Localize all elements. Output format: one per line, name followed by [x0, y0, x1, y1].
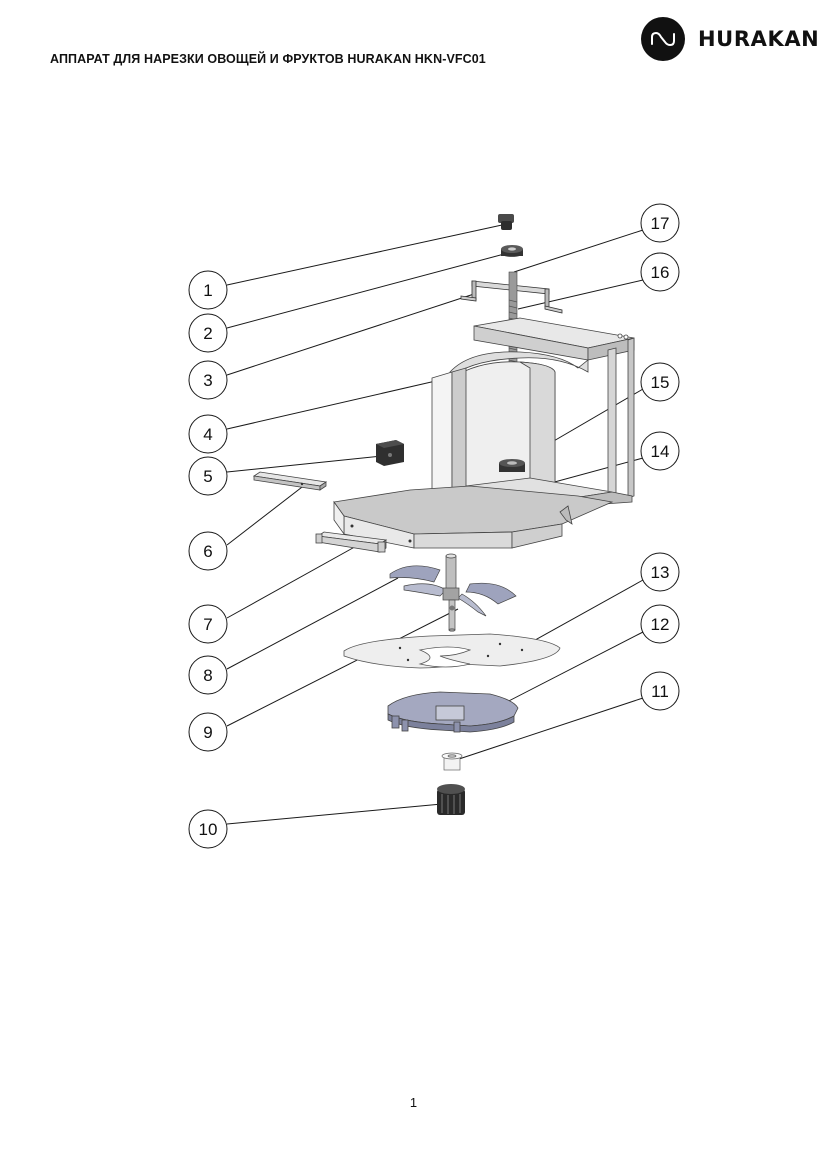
svg-text:9: 9: [203, 723, 212, 742]
callout-13: 13: [640, 552, 680, 592]
part-7-handle: [315, 531, 388, 553]
callout-1: 1: [188, 270, 228, 310]
svg-text:16: 16: [651, 263, 670, 282]
part-9-shaft: [448, 599, 456, 632]
callout-8: 8: [188, 655, 228, 695]
callout-3: 3: [188, 360, 228, 400]
svg-text:4: 4: [203, 425, 212, 444]
document-title: АППАРАТ ДЛЯ НАРЕЗКИ ОВОЩЕЙ И ФРУКТОВ HUR…: [50, 52, 486, 66]
part-15-spacer: [499, 459, 525, 472]
callout-11: 11: [640, 671, 680, 711]
svg-text:14: 14: [651, 442, 670, 461]
callout-6: 6: [188, 531, 228, 571]
part-6-rail: [252, 471, 328, 491]
svg-text:15: 15: [651, 373, 670, 392]
part-10-bottom-knob: [437, 784, 465, 815]
callout-15: 15: [640, 362, 680, 402]
callout-5: 5: [188, 456, 228, 496]
svg-text:17: 17: [651, 214, 670, 233]
svg-text:10: 10: [199, 820, 218, 839]
callout-2: 2: [188, 313, 228, 353]
infinity-loop-icon: [641, 17, 685, 61]
page-number: 1: [409, 1095, 418, 1110]
callout-7: 7: [188, 604, 228, 644]
callout-9: 9: [188, 712, 228, 752]
callout-12: 12: [640, 604, 680, 644]
svg-text:11: 11: [651, 682, 669, 701]
callout-4: 4: [188, 414, 228, 454]
part-16-rear-frame: [473, 317, 635, 503]
brand: HURAKAN: [641, 17, 819, 61]
svg-text:13: 13: [651, 563, 670, 582]
part-8-blade-assembly: [389, 553, 517, 617]
callout-17: 17: [640, 203, 680, 243]
callout-16: 16: [640, 252, 680, 292]
part-13-slicing-disc: [343, 633, 561, 669]
svg-text:12: 12: [651, 615, 670, 634]
svg-text:7: 7: [203, 615, 212, 634]
svg-text:6: 6: [203, 542, 212, 561]
svg-text:3: 3: [203, 371, 212, 390]
part-2-nut: [501, 245, 523, 257]
part-12-disc-holder: [387, 691, 519, 733]
svg-text:8: 8: [203, 666, 212, 685]
svg-text:1: 1: [203, 281, 212, 300]
callouts: 1 2 3 4 5 6 7 8 9 10 11 12 13 14 15 16 1…: [188, 203, 680, 849]
base-plate: [333, 485, 614, 549]
callout-14: 14: [640, 431, 680, 471]
svg-text:2: 2: [203, 324, 212, 343]
leader-lines: [226, 224, 644, 825]
part-5-rubber-foot: [376, 440, 404, 466]
part-11-bushing: [441, 752, 463, 771]
part-1-top-knob: [498, 214, 514, 230]
brand-name: HURAKAN: [698, 27, 820, 51]
svg-text:5: 5: [203, 467, 212, 486]
callout-10: 10: [188, 809, 228, 849]
